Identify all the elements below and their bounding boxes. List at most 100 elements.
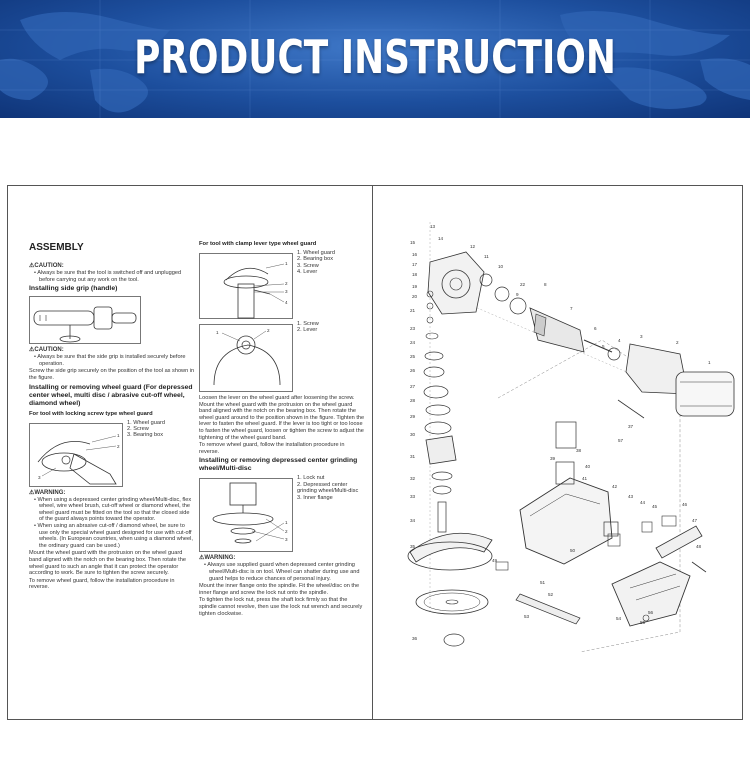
part-number-1: 1 (708, 360, 711, 365)
svg-text:2: 2 (285, 529, 288, 534)
caution-label-2: ⚠CAUTION: (29, 347, 64, 354)
warning-bullet-2: • When using an abrasive cut-off / diamo… (34, 522, 193, 549)
svg-text:1: 1 (285, 261, 288, 266)
warning-text-2: • Always use supplied guard when depress… (204, 562, 360, 582)
svg-text:3: 3 (285, 537, 288, 542)
figure-lock-nut: 1 2 3 (199, 478, 293, 553)
svg-text:3: 3 (38, 475, 41, 480)
clamp-lever-illustration: 1 2 3 4 (223, 261, 288, 319)
part-number-40: 40 (585, 464, 591, 469)
page-title: PRODUCT INSTRUCTION (134, 30, 616, 84)
part-number-13: 13 (430, 224, 436, 229)
part-number-36: 36 (412, 636, 418, 641)
locking-screw-legend: 1. Wheel guard 2. Screw 3. Bearing box (127, 419, 165, 439)
screw-lever-legend: 1. Screw 2. Lever (297, 321, 319, 334)
part-number-37: 37 (628, 424, 634, 429)
warning-bullet-1: • When using a depressed center grinding… (34, 496, 192, 523)
warning-icon: ⚠ (199, 555, 205, 562)
part-number-9: 9 (516, 292, 519, 297)
caution-text-2: • Always be sure that the side grip is i… (34, 354, 186, 367)
part-number-15: 15 (410, 240, 416, 245)
side-grip-illustration (33, 306, 137, 343)
part-number-6: 6 (594, 326, 597, 331)
figure-side-grip (29, 296, 141, 345)
side-grip-text: Screw the side grip securely on the posi… (29, 368, 195, 381)
part-number-28: 28 (410, 398, 416, 403)
part-number-46: 46 (682, 502, 688, 507)
loosen-text: Loosen the lever on the wheel guard afte… (199, 395, 365, 441)
part-number-27: 27 (410, 384, 416, 389)
figure-row-clamp: 1 2 3 4 1. Wheel guard 2. Bearing box 3.… (199, 250, 365, 321)
part-number-18: 18 (412, 272, 418, 277)
part-number-4: 4 (618, 338, 621, 343)
part-number-42: 42 (612, 484, 618, 489)
svg-text:1: 1 (216, 330, 219, 335)
figure-row-lock-nut: 1 2 3 1. Lock nut 2. Depressed center gr… (199, 475, 365, 554)
part-number-17: 17 (412, 262, 418, 267)
lock-nut-illustration: 1 2 3 (212, 482, 288, 544)
part-number-48: 48 (696, 544, 702, 549)
depressed-heading: Installing or removing depressed center … (199, 457, 358, 473)
mount-text: Mount the wheel guard with the protrusio… (29, 550, 186, 577)
svg-text:2: 2 (117, 444, 120, 449)
part-number-10: 10 (498, 264, 504, 269)
part-number-38: 38 (576, 448, 582, 453)
part-number-45: 45 (652, 504, 658, 509)
lock-nut-legend: 1. Lock nut 2. Depressed center grinding… (297, 475, 359, 501)
page-divider (372, 186, 373, 719)
part-number-41: 41 (582, 476, 588, 481)
part-number-29: 29 (410, 414, 416, 419)
figure-screw-lever: 1 2 (199, 324, 293, 392)
part-number-20: 20 (412, 294, 418, 299)
caution-text: • Always be sure that the tool is switch… (34, 270, 182, 283)
caution-icon: ⚠ (29, 263, 35, 269)
part-number-11: 11 (484, 254, 489, 259)
part-number-30: 30 (410, 432, 416, 437)
part-number-50: 50 (570, 548, 576, 553)
part-number-55: 55 (640, 620, 646, 625)
svg-text:3: 3 (285, 289, 288, 294)
svg-text:1: 1 (285, 520, 288, 525)
part-number-54: 54 (616, 616, 622, 621)
svg-text:4: 4 (285, 300, 288, 305)
svg-text:1: 1 (117, 433, 120, 438)
caution-icon: ⚠ (29, 347, 35, 354)
part-number-16: 16 (412, 252, 418, 257)
part-number-32: 32 (410, 476, 416, 481)
manual-spread: ASSEMBLY ⚠CAUTION: • Always be sure that… (7, 185, 743, 720)
svg-text:2: 2 (267, 328, 270, 333)
part-number-51: 51 (540, 580, 546, 585)
figure-row-screw-lever: 1 2 1. Screw 2. Lever (199, 321, 365, 394)
part-number-23: 23 (410, 326, 416, 331)
figure-clamp-lever: 1 2 3 4 (199, 253, 293, 319)
warning-icon: ⚠ (29, 489, 35, 496)
part-number-24: 24 (410, 340, 416, 345)
world-map-background (0, 0, 750, 118)
wheel-guard-heading: Installing or removing wheel guard (For … (29, 383, 193, 407)
part-number-47: 47 (692, 518, 698, 523)
locking-screw-illustration: 1 2 3 (37, 433, 120, 484)
part-number-19: 19 (412, 284, 418, 289)
figure-row-locking-screw: 1 2 3 1. Wheel guard 2. Screw 3. Bearing… (29, 420, 195, 489)
part-number-3: 3 (640, 334, 643, 339)
part-number-49: 49 (492, 558, 498, 563)
part-number-labels: 1234567891011121314151617181920212223242… (410, 224, 711, 641)
part-number-34: 34 (410, 518, 416, 523)
banner: PRODUCT INSTRUCTION (0, 0, 750, 118)
part-number-35: 35 (410, 544, 416, 549)
middle-column: For tool with clamp lever type wheel gua… (199, 238, 365, 618)
part-number-26: 26 (410, 368, 416, 373)
part-number-43: 43 (628, 494, 634, 499)
part-number-7: 7 (570, 306, 573, 311)
screw-lever-illustration: 1 2 (213, 328, 281, 386)
caution-label: ⚠CAUTION: (29, 263, 64, 269)
part-number-5: 5 (602, 344, 605, 349)
part-number-22: 22 (520, 282, 526, 287)
part-number-52: 52 (548, 592, 554, 597)
exploded-parts-diagram: 1234567891011121314151617181920212223242… (407, 222, 735, 652)
part-number-25: 25 (410, 354, 416, 359)
side-grip-heading: Installing side grip (handle) (29, 285, 118, 293)
clamp-heading: For tool with clamp lever type wheel gua… (199, 241, 317, 247)
clamp-lever-legend: 1. Wheel guard 2. Bearing box 3. Screw 4… (297, 250, 335, 276)
part-number-31: 31 (410, 454, 416, 459)
